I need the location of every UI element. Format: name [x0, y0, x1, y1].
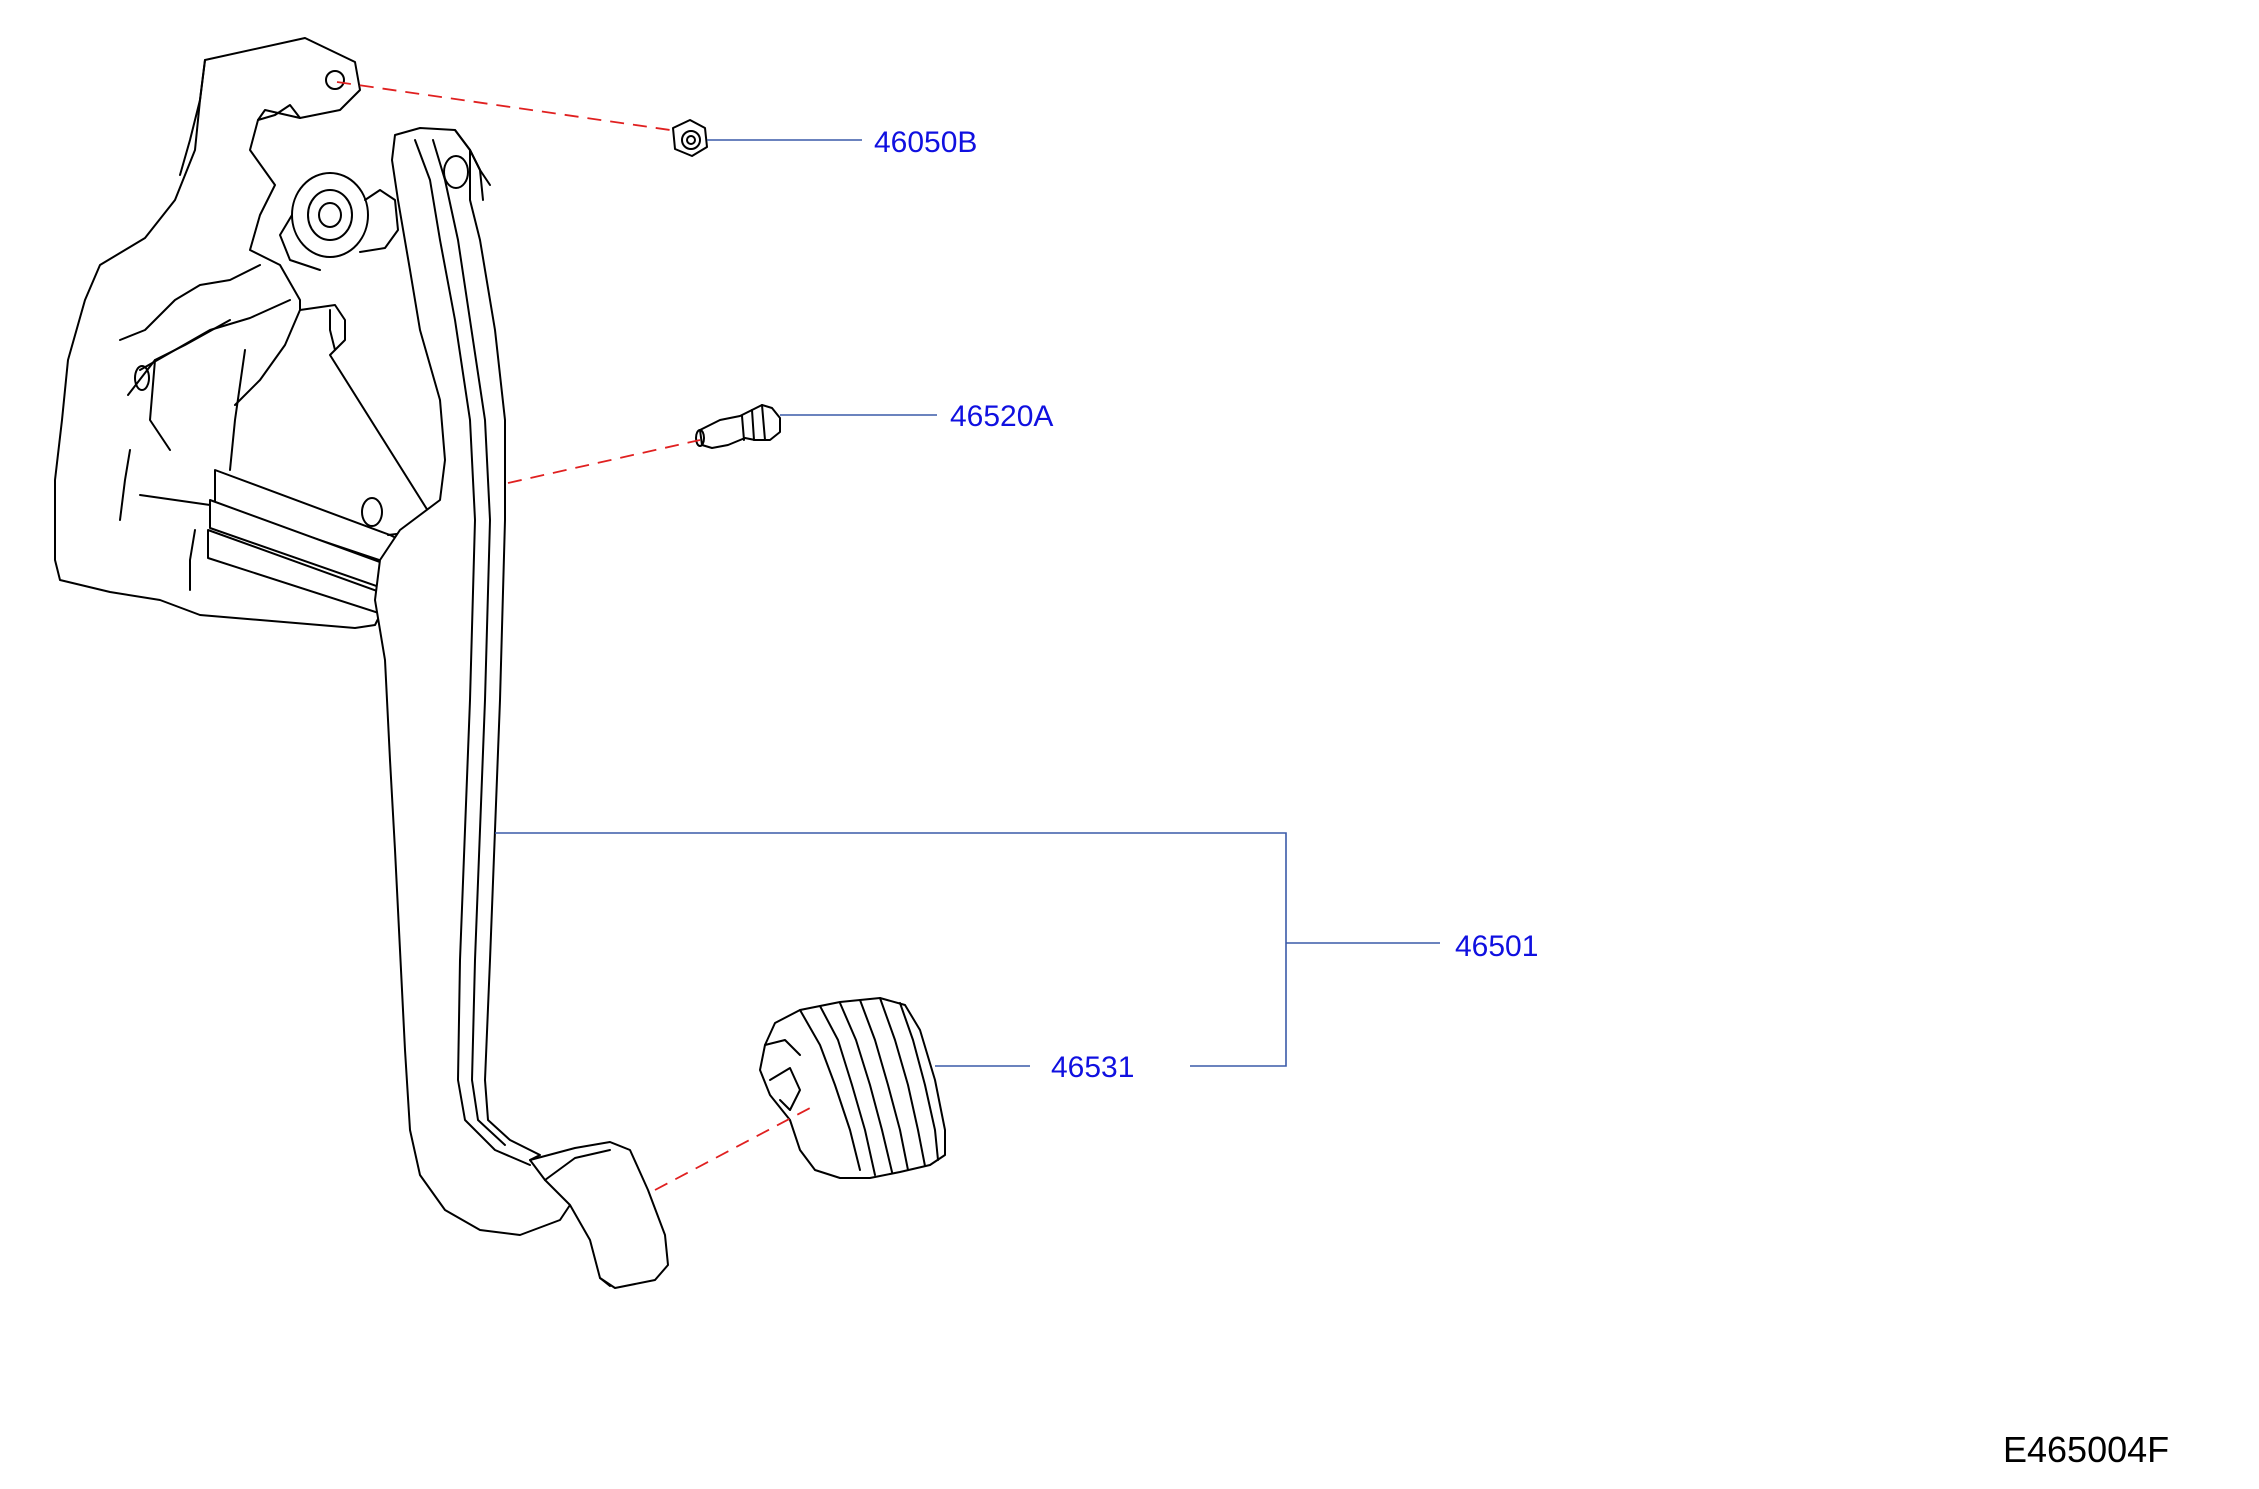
pedal-arm	[374, 127, 669, 1289]
assembly-guides	[336, 81, 811, 1191]
nut-46050B-shape	[672, 119, 708, 157]
part-label-46520A[interactable]: 46520A	[950, 400, 1054, 433]
diagram-code: E465004F	[2003, 1429, 2170, 1470]
part-label-46501[interactable]: 46501	[1455, 930, 1539, 963]
pedal-bracket	[54, 37, 441, 629]
part-label-46050B[interactable]: 46050B	[874, 126, 978, 159]
leader-lines	[495, 139, 1440, 1067]
pin-46520A-shape	[695, 404, 781, 449]
pedal-pad-46531-shape	[759, 997, 946, 1179]
part-label-46531[interactable]: 46531	[1051, 1051, 1135, 1084]
